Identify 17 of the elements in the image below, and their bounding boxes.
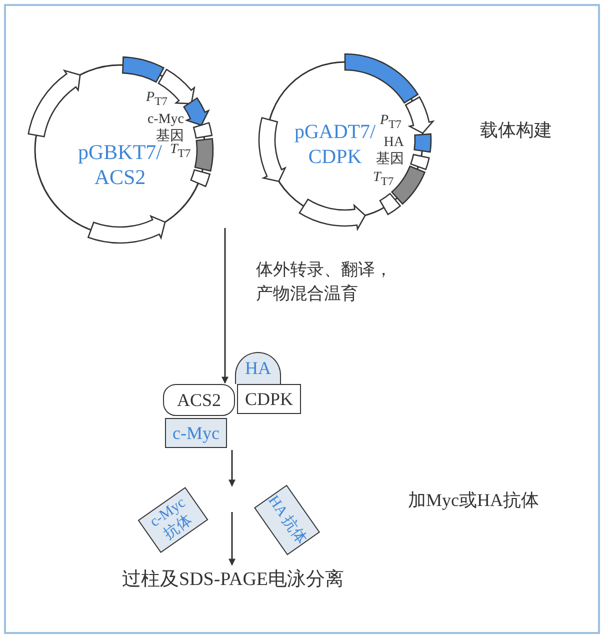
arrow <box>222 228 228 384</box>
step-note: 载体构建 <box>480 119 552 142</box>
feature-label: T$_{T7}$ <box>373 170 394 188</box>
tag-dome: HA <box>235 352 281 384</box>
protein-box: CDPK <box>237 384 301 414</box>
tag-box: c-Myc <box>165 418 227 448</box>
feature-label: P$_{T7}$ <box>380 113 402 131</box>
feature-label: P$_{T7}$ <box>146 90 168 108</box>
plasmid-label: pGADT7/ CDPK <box>293 120 376 170</box>
feature-label: HA 基因 <box>376 134 404 168</box>
antibody-box: HA 抗体 <box>254 484 320 556</box>
step-note: 加Myc或HA抗体 <box>408 489 539 512</box>
arrow <box>228 512 236 566</box>
arrow <box>228 450 236 487</box>
result-text: 过柱及SDS-PAGE电泳分离 <box>78 566 388 592</box>
feature-label: T$_{T7}$ <box>170 142 191 160</box>
protein-box: ACS2 <box>163 384 235 416</box>
